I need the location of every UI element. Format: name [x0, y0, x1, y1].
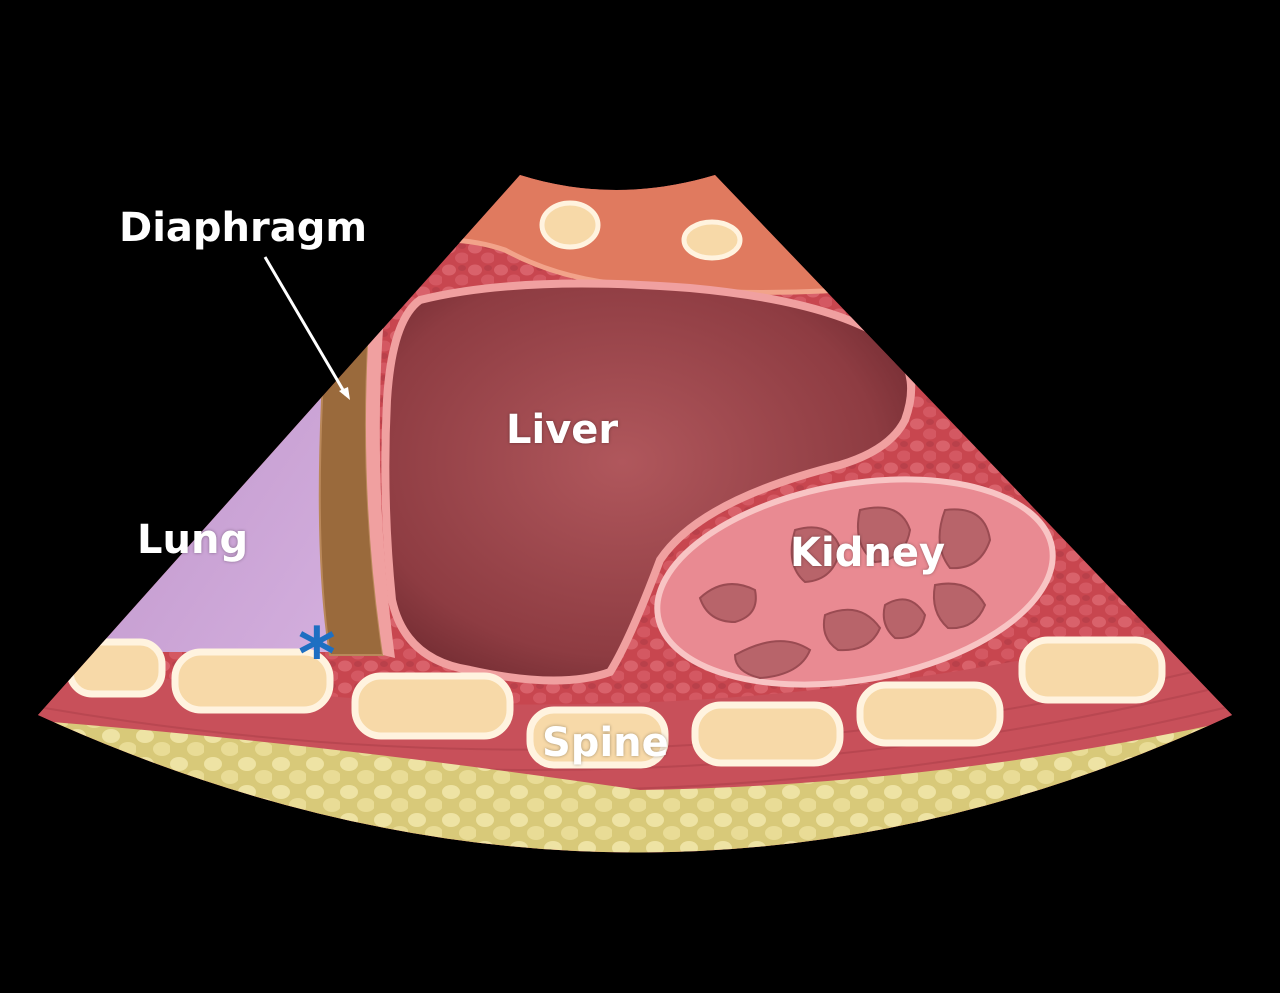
- label-spine: Spine: [542, 720, 669, 766]
- pyramid: [698, 583, 757, 624]
- blue-asterisk-marker: *: [298, 612, 336, 696]
- diaphragm-pointer: [263, 256, 348, 396]
- arrow-head: [339, 387, 350, 400]
- pyramid: [790, 526, 842, 584]
- rib-top-right: [681, 219, 743, 261]
- pyramid: [822, 608, 882, 652]
- vertebrae: [66, 636, 1166, 769]
- liver: [381, 279, 916, 685]
- pyramid: [733, 640, 812, 680]
- vertebra: [526, 706, 669, 769]
- pyramid: [938, 508, 992, 570]
- label-diaphragm: Diaphragm: [119, 205, 368, 251]
- label-kidney: Kidney: [790, 530, 946, 576]
- rib-top-left: [539, 200, 601, 250]
- vertebra: [171, 648, 334, 714]
- fat-layer: [38, 710, 1232, 853]
- vertebra: [691, 701, 844, 767]
- vertebra: [1018, 636, 1166, 704]
- vertebra: [351, 672, 514, 740]
- ultrasound-sector: [38, 175, 1232, 853]
- pyramid: [856, 506, 912, 564]
- vertebra: [856, 681, 1004, 747]
- label-lung: Lung: [137, 517, 249, 563]
- pyramid: [932, 582, 987, 630]
- pyramid: [882, 598, 927, 640]
- renal-pyramids: [698, 506, 992, 680]
- vertebra: [66, 638, 166, 698]
- label-liver: Liver: [506, 407, 619, 453]
